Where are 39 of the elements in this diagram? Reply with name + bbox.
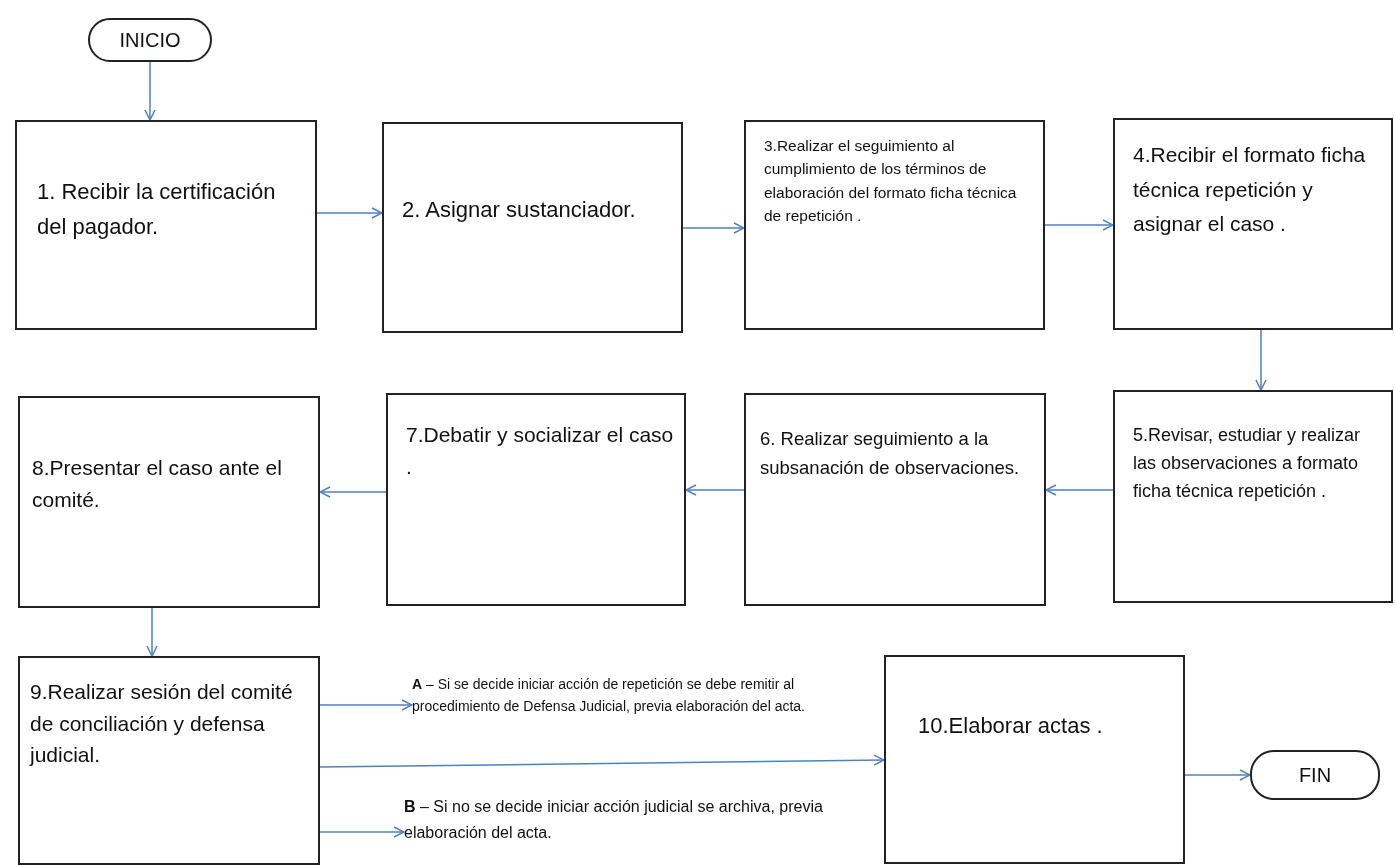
arrow [682, 222, 745, 234]
arrow [1255, 329, 1267, 391]
arrow [319, 486, 387, 498]
arrow [1044, 219, 1114, 231]
step-label: 6. Realizar seguimiento a la subsanación de observaciones. [760, 427, 1021, 480]
step-label: 4.Recibir el formato ficha técnica repetición y asignar el caso . [1133, 142, 1367, 238]
arrow [1045, 484, 1114, 496]
arrow [144, 61, 156, 121]
step-label: 1. Recibir la certificación del pagador. [37, 178, 277, 242]
step-label: 9.Realizar sesión del comité de conciliación y defensa judicial. [30, 679, 294, 768]
process-box [386, 393, 686, 606]
process-box [744, 393, 1046, 606]
process-box [1113, 118, 1393, 330]
step-label: 8.Presentar el caso ante el comité. [32, 455, 283, 513]
arrow [146, 607, 158, 657]
note-text: B – Si no se decide iniciar acción judicial se archiva, previa elaboración del acta. [404, 797, 824, 843]
arrow [316, 207, 383, 219]
process-box [15, 120, 317, 330]
step-label: 10.Elaborar actas . [918, 712, 1104, 740]
note-text: A – Si se decide iniciar acción de repetición se debe remitir al procedimiento de Defensa Judicial, previa elaboración del acta. [412, 675, 806, 716]
arrow [319, 699, 413, 711]
step-label: FIN [1298, 763, 1332, 787]
arrow [1184, 769, 1251, 781]
arrow [319, 754, 885, 768]
terminal-shape [88, 18, 212, 62]
process-box [18, 396, 320, 608]
arrow [319, 826, 405, 838]
step-label: 2. Asignar sustanciador. [402, 196, 637, 224]
step-label: 5.Revisar, estudiar y realizar las observaciones a formato ficha técnica repetición . [1133, 424, 1362, 503]
process-box [884, 655, 1185, 864]
process-box [744, 120, 1045, 330]
process-box [1113, 390, 1393, 603]
process-box [18, 656, 320, 865]
step-label: 7.Debatir y socializar el caso . [406, 422, 675, 480]
terminal-shape [1250, 750, 1380, 800]
process-box [382, 122, 683, 333]
arrow [685, 484, 745, 496]
step-label: 3.Realizar el seguimiento al cumplimiento de los términos de elaboración del formato ficha técnica de repetición . [764, 136, 1018, 226]
step-label: INICIO [119, 28, 181, 52]
